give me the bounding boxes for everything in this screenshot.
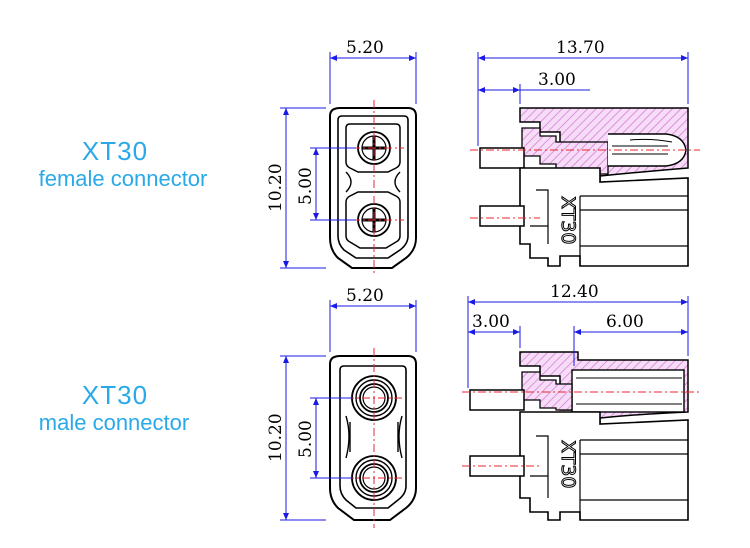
male-pin-pitch-dim: 5.00 — [296, 420, 316, 458]
female-subtitle: female connector — [38, 166, 208, 191]
male-front-view: 5.20 10.20 5.00 — [266, 286, 417, 528]
female-side-length-dim: 13.70 — [556, 38, 605, 58]
male-side-offset-dim: 3.00 — [472, 312, 510, 332]
male-body-marking: XT30 — [557, 440, 579, 488]
male-side-socket-dim: 6.00 — [606, 312, 644, 332]
male-side-view: XT30 12.40 3.00 6.00 — [462, 282, 700, 521]
female-front-width-dim: 5.20 — [346, 38, 384, 58]
female-front-view: 5.20 10.20 5.00 — [266, 38, 417, 276]
female-side-offset-dim: 3.00 — [538, 70, 576, 90]
female-pin-pitch-dim: 5.00 — [296, 167, 316, 205]
male-front-width-dim: 5.20 — [346, 286, 384, 306]
female-side-view: XT30 13.70 3.00 — [470, 38, 700, 267]
male-side-length-dim: 12.40 — [550, 282, 599, 302]
male-title: XT30 — [81, 380, 149, 410]
female-body-marking: XT30 — [557, 196, 579, 244]
female-title: XT30 — [81, 136, 149, 166]
male-front-height-dim: 10.20 — [266, 413, 286, 462]
male-subtitle: male connector — [38, 410, 190, 435]
female-front-height-dim: 10.20 — [266, 163, 286, 212]
